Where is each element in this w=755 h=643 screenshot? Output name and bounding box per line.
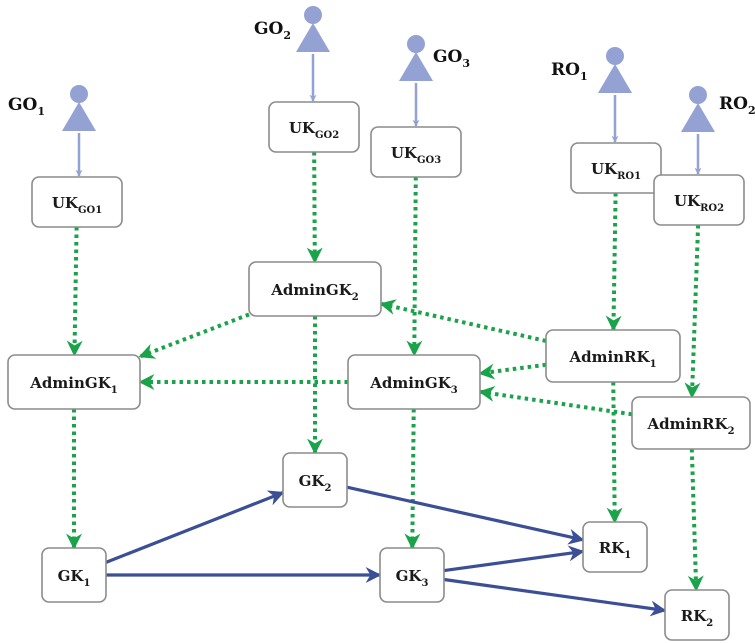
node-label: RK1 — [599, 539, 631, 561]
node-label: UKRO1 — [591, 160, 641, 182]
edge-uk-go2-to-admingk2 — [306, 151, 323, 264]
edge-adminrk1-to-admingk3 — [478, 362, 547, 380]
node-adminrk1: AdminRK1 — [545, 329, 681, 383]
node-label: UKRO2 — [674, 192, 724, 214]
node-label: UKGO3 — [391, 144, 441, 166]
node-uk-ro2: UKRO2 — [653, 174, 745, 226]
node-label: GK2 — [299, 472, 332, 494]
edge-admingk3-to-gk3 — [404, 408, 421, 550]
edge-gk1-to-gk2 — [105, 490, 285, 564]
node-label: GK3 — [396, 567, 429, 589]
edge-uk-ro1-to-adminrk1 — [605, 192, 622, 332]
actor-label: GO2 — [254, 19, 291, 42]
person-icon — [296, 6, 330, 52]
edge-admingk2-to-admingk1 — [138, 312, 250, 359]
node-admingk3: AdminGK3 — [347, 354, 481, 410]
actor-label: RO2 — [719, 94, 755, 117]
node-gk2: GK2 — [282, 452, 348, 508]
node-admingk2: AdminGK2 — [248, 261, 382, 317]
edges-layer — [66, 54, 704, 617]
edge-adminrk1-to-admingk2 — [379, 299, 547, 343]
edge-adminrk2-to-admingk3 — [478, 385, 633, 417]
actor-go3: GO3 — [399, 35, 470, 81]
node-label: RK2 — [681, 607, 714, 629]
node-gk3: GK3 — [379, 547, 445, 603]
actor-label: GO1 — [8, 95, 45, 118]
actor-ro1: RO1 — [551, 47, 632, 93]
edge-gk3-to-rk1 — [443, 545, 585, 573]
person-icon — [62, 85, 96, 131]
edge-adminrk1-to-rk1 — [606, 381, 623, 524]
node-gk1: GK1 — [41, 547, 107, 603]
node-label: UKGO1 — [52, 194, 102, 216]
node-rk2: RK2 — [664, 589, 730, 641]
node-uk-go3: UKGO3 — [370, 126, 462, 178]
edge-gk2-to-rk1 — [346, 485, 585, 545]
node-uk-go2: UKGO2 — [268, 101, 360, 153]
node-label: AdminGK2 — [270, 281, 358, 303]
node-admingk1: AdminGK1 — [7, 354, 141, 410]
edge-gk3-to-rk2 — [443, 577, 667, 617]
edge-adminrk2-to-rk2 — [687, 448, 704, 592]
node-rk1: RK1 — [582, 521, 648, 573]
node-uk-go1: UKGO1 — [31, 176, 123, 228]
edge-uk-go1-to-admingk1 — [66, 226, 83, 357]
actor-go2: GO2 — [254, 6, 330, 52]
node-label: AdminRK1 — [568, 348, 656, 370]
person-icon — [681, 86, 715, 132]
node-label: GK1 — [58, 567, 91, 589]
actor-label: RO1 — [551, 60, 588, 83]
node-label: AdminRK2 — [646, 415, 734, 437]
person-icon — [598, 47, 632, 93]
actor-ro2: RO2 — [681, 86, 755, 132]
edge-uk-go3-to-admingk3 — [406, 176, 423, 357]
node-uk-ro1: UKRO1 — [570, 142, 662, 194]
node-adminrk2: AdminRK2 — [631, 396, 751, 450]
node-label: UKGO2 — [289, 119, 339, 141]
node-label: AdminGK3 — [369, 374, 457, 396]
person-icon — [399, 35, 433, 81]
actor-label: GO3 — [433, 47, 470, 70]
edge-uk-ro2-to-adminrk2 — [684, 224, 701, 399]
node-label: AdminGK1 — [29, 374, 117, 396]
actor-go1: GO1 — [8, 85, 96, 131]
